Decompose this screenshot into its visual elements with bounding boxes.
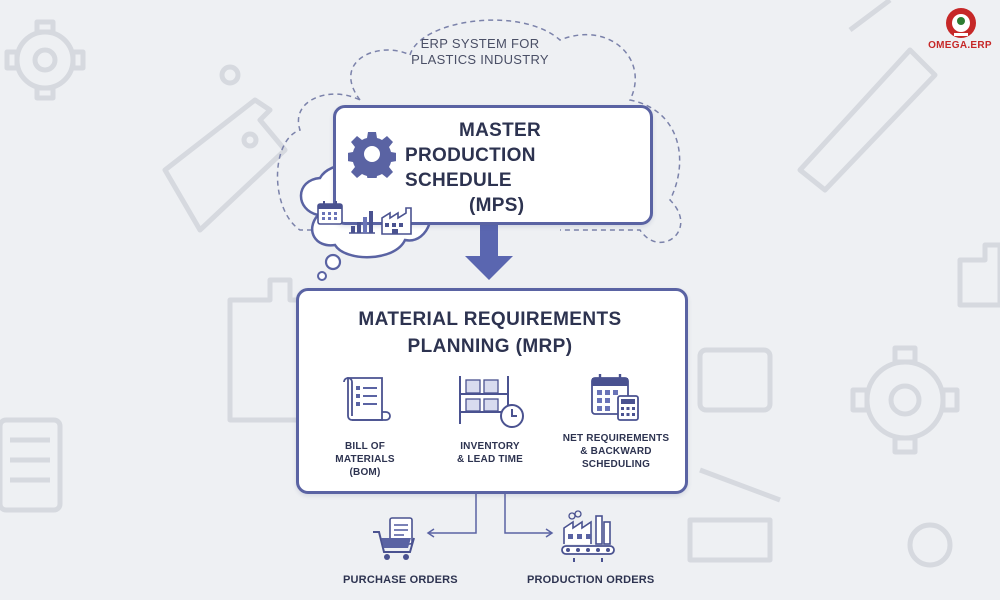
omega-erp-logo-icon [946, 8, 976, 38]
background-bottle-icon [957, 242, 1000, 308]
cloud-title-line: PLASTICS INDUSTRY [411, 52, 549, 67]
factory-conveyor-icon [561, 510, 615, 562]
logo-text: OMEGA.ERP [928, 40, 992, 51]
thought-bubble-dot [317, 271, 327, 281]
step-label-line: SCHEDULING [581, 459, 651, 470]
mrp-title-line: PLANNING (MRP) [407, 336, 573, 357]
step-label-line: & LEAD TIME [456, 454, 524, 465]
step-label-inventory: INVENTORY & LEAD TIME [440, 440, 540, 466]
thought-bubble-dot [324, 253, 342, 271]
erp-cloud-outline [276, 19, 682, 243]
mps-title-line: MASTER [459, 120, 542, 141]
step-label-line: BILL OF [344, 441, 386, 452]
output-arrow-production [504, 490, 554, 538]
calendar-calculator-icon [591, 374, 639, 421]
mps-title-line: PRODUCTION SCHEDULE [405, 145, 536, 191]
background-gear-icon [4, 19, 86, 101]
background-machine-icon [697, 347, 773, 413]
warehouse-clock-icon [459, 376, 524, 428]
background-gear-icon [850, 345, 960, 455]
output-label-purchase-orders: PURCHASE ORDERS [343, 574, 458, 586]
background-bottle-icon [162, 97, 288, 233]
output-arrow-purchase [426, 490, 477, 538]
factory-icon [381, 207, 412, 235]
output-label-production-orders: PRODUCTION ORDERS [527, 574, 655, 586]
mps-box [333, 105, 653, 225]
background-bottle-icon [797, 0, 938, 193]
step-label-line: NET REQUIREMENTS [562, 433, 670, 444]
shopping-cart-icon [373, 517, 415, 560]
step-label-bom: BILL OF MATERIALS (BOM) [320, 440, 410, 479]
gear-icon [348, 132, 396, 178]
document-icon [343, 377, 391, 421]
calendar-icon [317, 201, 343, 225]
step-label-line: INVENTORY [460, 441, 520, 452]
background-bottle-icon [227, 277, 313, 423]
cloud-title: ERP SYSTEM FOR PLASTICS INDUSTRY [400, 36, 560, 68]
step-label-line: & BACKWARD [580, 446, 652, 457]
mps-title: MASTER PRODUCTION SCHEDULE (MPS) [395, 118, 645, 218]
mrp-title-line: MATERIAL REQUIREMENTS [358, 309, 622, 330]
background-machine-icon [0, 417, 63, 513]
mps-title-line: (MPS) [469, 195, 525, 216]
down-arrow-icon [465, 222, 513, 280]
bar-chart-icon [349, 211, 375, 234]
step-label-net-requirements: NET REQUIREMENTS & BACKWARD SCHEDULING [556, 432, 676, 471]
mrp-title: MATERIAL REQUIREMENTS PLANNING (MRP) [330, 306, 650, 360]
step-label-line: MATERIALS [335, 454, 395, 465]
step-label-line: (BOM) [349, 467, 381, 478]
cloud-title-line: ERP SYSTEM FOR [420, 36, 540, 51]
